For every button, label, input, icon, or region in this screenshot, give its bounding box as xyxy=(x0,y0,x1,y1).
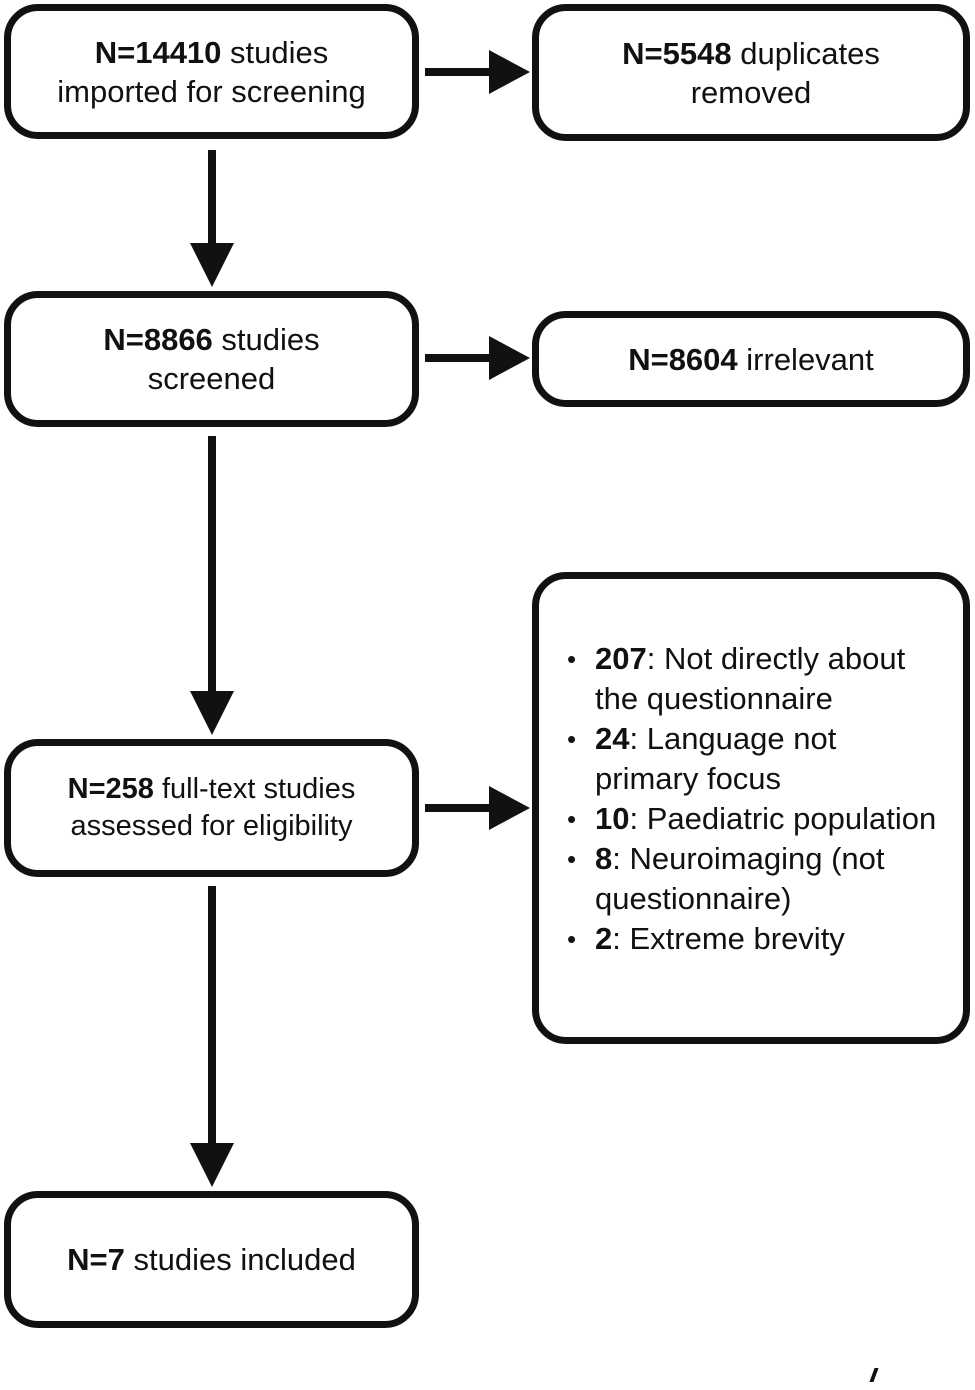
list-item: 2: Extreme brevity xyxy=(563,919,943,959)
reason-count: 2 xyxy=(595,921,613,956)
box-studies-imported: N=14410 studies imported for screening xyxy=(4,4,419,139)
duplicates-line-1: N=5548 duplicates xyxy=(622,34,880,73)
fulltext-line-2: assessed for eligibility xyxy=(70,810,353,842)
fulltext-line-1: N=258 full-text studies xyxy=(68,771,356,808)
duplicates-label: duplicates xyxy=(731,35,880,71)
imported-label: studies xyxy=(221,34,329,70)
box-studies-included: N=7 studies included xyxy=(4,1191,419,1328)
box-irrelevant: N=8604 irrelevant xyxy=(532,311,970,407)
box-duplicates-removed: N=5548 duplicates removed xyxy=(532,4,970,141)
screened-line-2: screened xyxy=(147,361,276,396)
included-label: studies included xyxy=(124,1242,356,1277)
stray-mark xyxy=(869,1368,879,1382)
included-line-1: N=7 studies included xyxy=(67,1240,356,1279)
arrow-imported-to-duplicates xyxy=(425,50,530,94)
list-item: 10: Paediatric population xyxy=(563,799,943,839)
fulltext-label: full-text studies xyxy=(153,773,356,805)
exclusion-reasons-list: 207: Not directly about the questionnair… xyxy=(563,639,943,959)
irrelevant-line-1: N=8604 irrelevant xyxy=(628,340,874,379)
imported-line-1: N=14410 studies xyxy=(57,33,365,72)
duplicates-line-2: removed xyxy=(690,74,812,110)
screened-label: studies xyxy=(212,322,320,357)
included-count: N=7 xyxy=(67,1242,125,1277)
list-item: 207: Not directly about the questionnair… xyxy=(563,639,943,719)
screened-count: N=8866 xyxy=(103,322,213,357)
reason-count: 24 xyxy=(595,721,630,756)
arrow-screened-to-fulltext xyxy=(190,436,234,735)
arrow-fulltext-to-excluded xyxy=(425,786,530,830)
reason-text: : Not directly about the questionnaire xyxy=(595,641,906,716)
arrow-imported-to-screened xyxy=(190,150,234,287)
box-studies-screened: N=8866 studies screened xyxy=(4,291,419,427)
reason-count: 10 xyxy=(595,801,630,836)
list-item: 24: Language not primary focus xyxy=(563,719,943,799)
imported-count: N=14410 xyxy=(94,34,222,70)
fulltext-count: N=258 xyxy=(67,773,154,805)
box-fulltext-assessed: N=258 full-text studies assessed for eli… xyxy=(4,739,419,877)
reason-text: : Paediatric population xyxy=(629,801,937,836)
irrelevant-count: N=8604 xyxy=(628,341,738,377)
arrow-fulltext-to-included xyxy=(190,886,234,1187)
irrelevant-label: irrelevant xyxy=(737,341,874,377)
box-exclusion-reasons: 207: Not directly about the questionnair… xyxy=(532,572,970,1044)
reason-count: 8 xyxy=(595,841,613,876)
reason-count: 207 xyxy=(595,641,647,676)
reason-text: : Neuroimaging (not questionnaire) xyxy=(595,841,885,916)
arrow-screened-to-irrelevant xyxy=(425,336,530,380)
reason-text: : Extreme brevity xyxy=(612,921,845,956)
screened-line-1: N=8866 studies xyxy=(103,320,319,359)
list-item: 8: Neuroimaging (not questionnaire) xyxy=(563,839,943,919)
imported-line-2: imported for screening xyxy=(57,73,366,109)
reason-text: : Language not primary focus xyxy=(595,721,837,796)
duplicates-count: N=5548 xyxy=(622,35,732,71)
